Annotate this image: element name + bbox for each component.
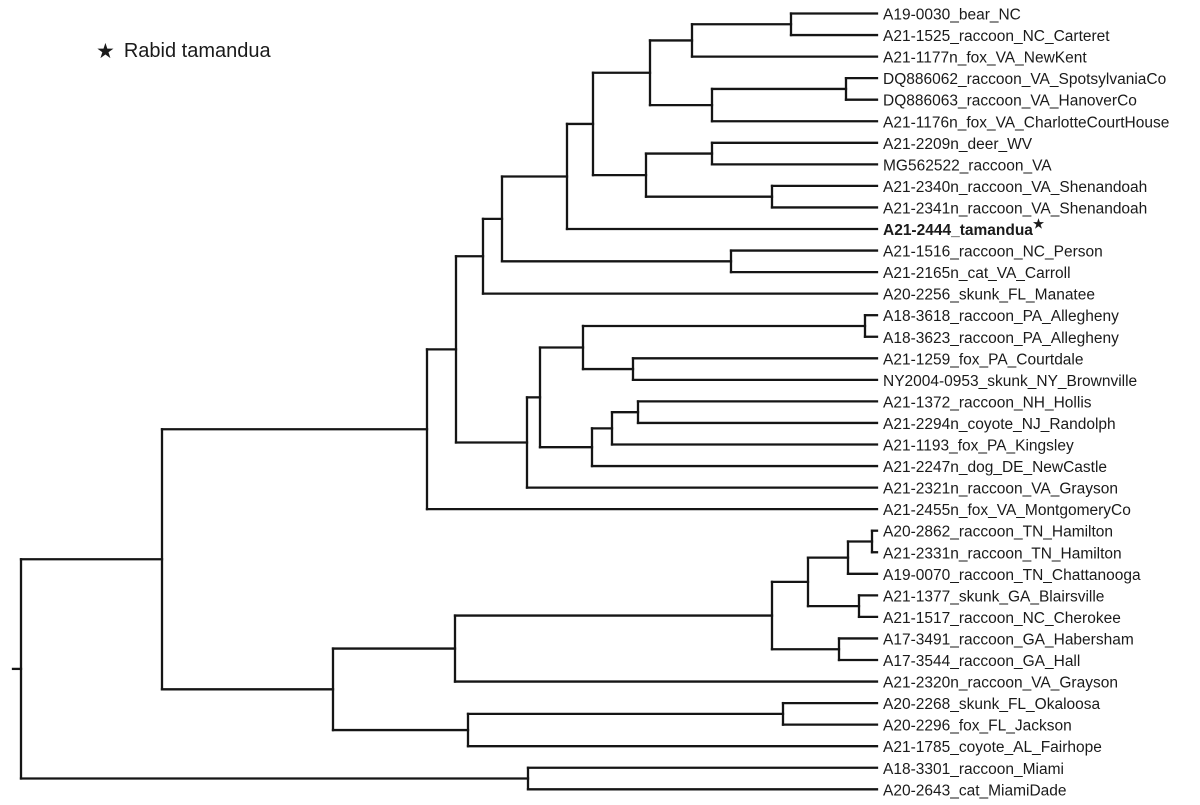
star-icon: ★ xyxy=(96,40,115,63)
tip-label: A19-0070_raccoon_TN_Chattanooga xyxy=(883,566,1141,583)
tip-label: DQ886062_raccoon_VA_SpotsylvaniaCo xyxy=(883,71,1166,88)
star-icon: ★ xyxy=(1033,217,1045,231)
tip-label: A20-2256_skunk_FL_Manatee xyxy=(883,286,1095,303)
tip-label: A21-2321n_raccoon_VA_Grayson xyxy=(883,480,1118,497)
tip-label: A21-2294n_coyote_NJ_Randolph xyxy=(883,415,1116,432)
tip-label: A17-3544_raccoon_GA_Hall xyxy=(883,653,1080,670)
tip-label: A21-1785_coyote_AL_Fairhope xyxy=(883,739,1102,756)
tip-label: MG562522_raccoon_VA xyxy=(883,157,1052,174)
tip-label: A20-2296_fox_FL_Jackson xyxy=(883,717,1072,734)
tip-label: A20-2862_raccoon_TN_Hamilton xyxy=(883,523,1113,540)
tip-label: A21-1525_raccoon_NC_Carteret xyxy=(883,28,1110,45)
tip-label: A21-1372_raccoon_NH_Hollis xyxy=(883,394,1092,411)
tip-label: A21-2341n_raccoon_VA_Shenandoah xyxy=(883,200,1147,217)
legend: ★ Rabid tamandua xyxy=(96,40,271,63)
tip-label: A21-1259_fox_PA_Courtdale xyxy=(883,351,1084,368)
tip-label: A21-1516_raccoon_NC_Person xyxy=(883,243,1103,260)
tip-label: A21-2209n_deer_WV xyxy=(883,135,1033,152)
tip-label: A17-3491_raccoon_GA_Habersham xyxy=(883,631,1134,648)
tip-label: A21-2320n_raccoon_VA_Grayson xyxy=(883,674,1118,691)
tip-label: A21-2455n_fox_VA_MontgomeryCo xyxy=(883,502,1131,519)
tip-label: A21-1517_raccoon_NC_Cherokee xyxy=(883,609,1121,626)
tip-label: A21-1177n_fox_VA_NewKent xyxy=(883,49,1087,66)
tip-label: A21-2165n_cat_VA_Carroll xyxy=(883,265,1071,282)
legend-label: Rabid tamandua xyxy=(123,40,271,62)
tip-label: A21-1193_fox_PA_Kingsley xyxy=(883,437,1074,454)
tip-label: A19-0030_bear_NC xyxy=(883,6,1021,23)
tip-label: A21-2331n_raccoon_TN_Hamilton xyxy=(883,545,1122,562)
tip-label: A20-2268_skunk_FL_Okaloosa xyxy=(883,696,1101,713)
tip-label-highlighted: A21-2444_tamandua★ xyxy=(883,217,1045,239)
tip-label: A18-3618_raccoon_PA_Allegheny xyxy=(883,308,1119,325)
tip-label: A21-2247n_dog_DE_NewCastle xyxy=(883,459,1107,476)
tip-label: A21-2340n_raccoon_VA_Shenandoah xyxy=(883,178,1147,195)
tip-label: NY2004-0953_skunk_NY_Brownville xyxy=(883,372,1137,389)
tip-label: A20-2643_cat_MiamiDade xyxy=(883,782,1067,799)
tip-label: DQ886063_raccoon_VA_HanoverCo xyxy=(883,92,1137,109)
tip-label: A18-3623_raccoon_PA_Allegheny xyxy=(883,329,1119,346)
tip-label: A18-3301_raccoon_Miami xyxy=(883,760,1064,777)
tip-label: A21-1176n_fox_VA_CharlotteCourtHouse xyxy=(883,114,1169,131)
tip-label: A21-1377_skunk_GA_Blairsville xyxy=(883,588,1104,605)
